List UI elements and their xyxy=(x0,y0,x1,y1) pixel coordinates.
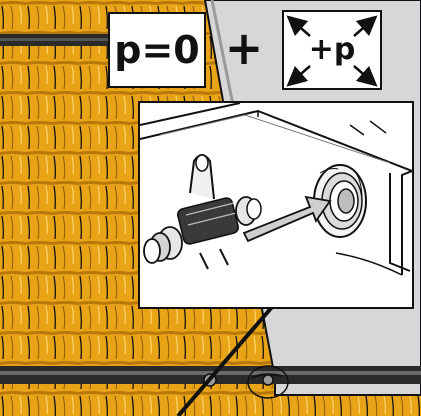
plus-sign: + xyxy=(224,21,264,75)
insertion-arrow-icon xyxy=(242,195,332,243)
pressure-zero-text: p=0 xyxy=(114,28,200,72)
expand-arrows-icon xyxy=(286,15,378,87)
connector-detail-drawing xyxy=(140,103,412,278)
pressure-zero-label: p=0 xyxy=(108,12,206,88)
rail-clamp xyxy=(262,374,274,386)
clamp-circle xyxy=(247,365,289,399)
connector-coupling-icon xyxy=(143,154,262,270)
pressure-add-label: +p xyxy=(282,10,382,90)
collector-port xyxy=(313,164,367,238)
connector-detail-panel xyxy=(138,101,414,309)
pressure-add-text: +p xyxy=(308,32,356,67)
